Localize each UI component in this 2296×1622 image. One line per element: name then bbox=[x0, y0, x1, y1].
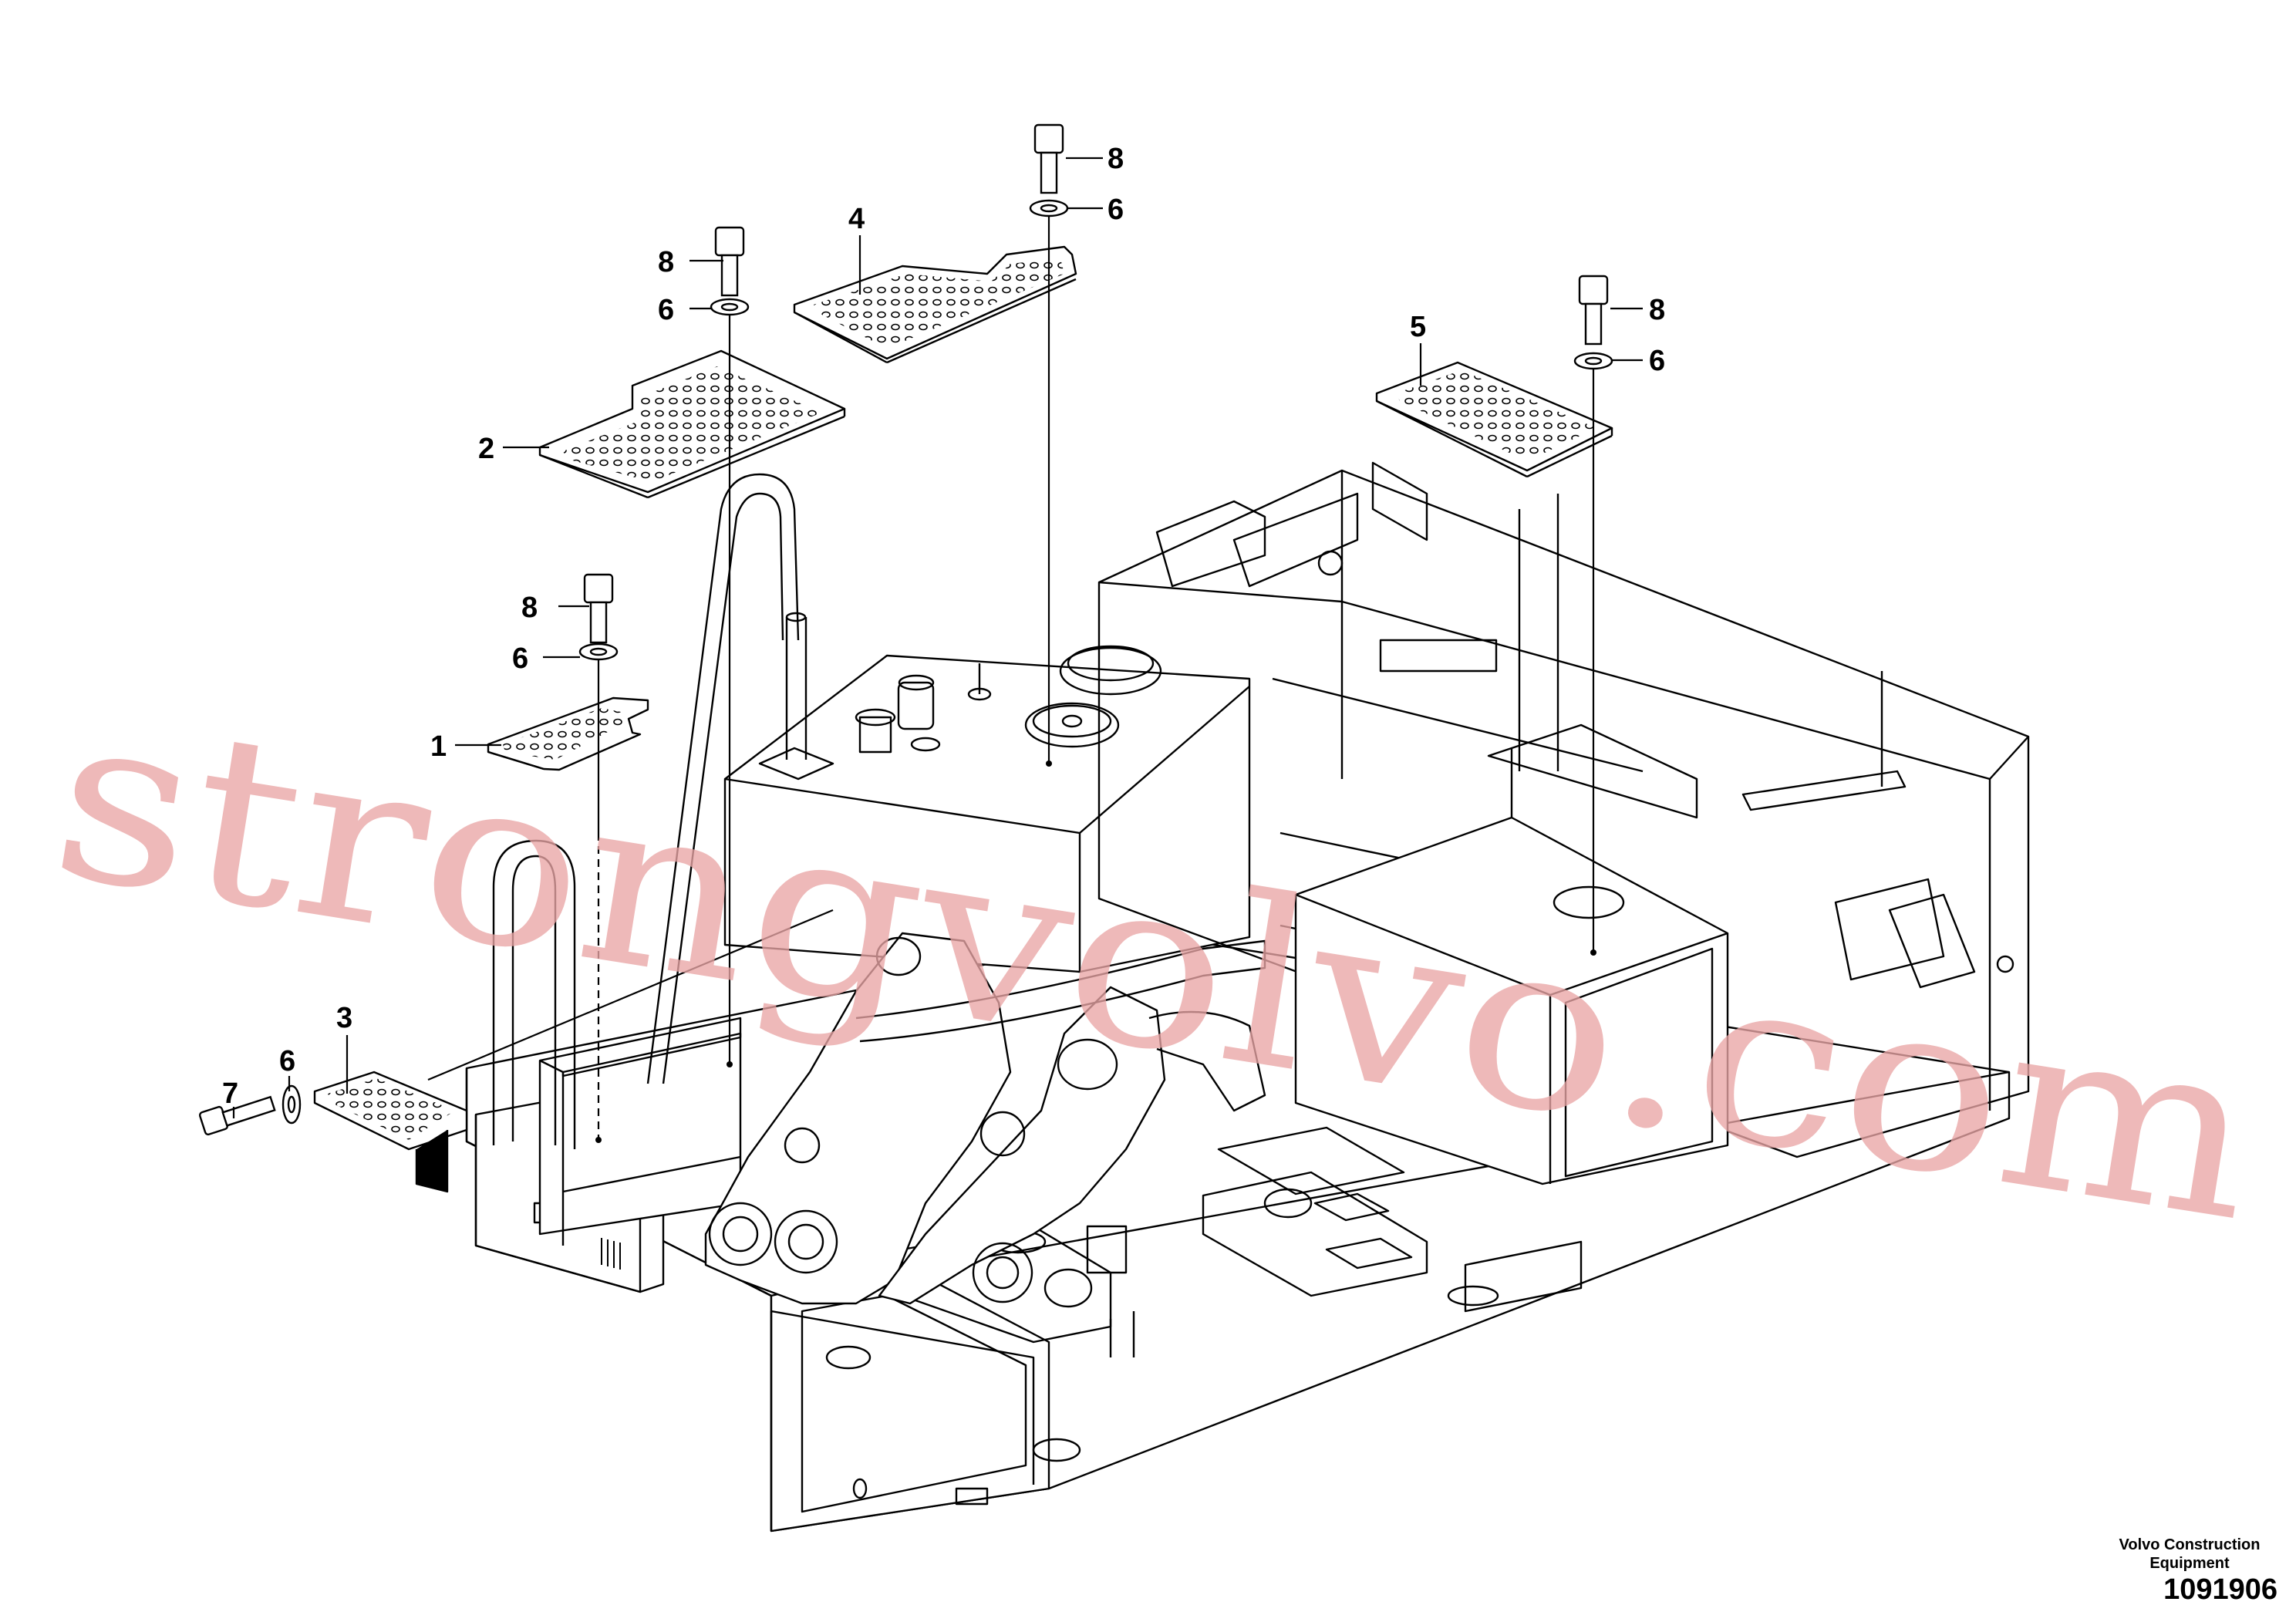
plate-1 bbox=[487, 696, 649, 771]
plate-4 bbox=[793, 245, 1077, 364]
part-labels: 1 2 3 4 5 8 6 8 6 8 6 8 6 6 7 bbox=[222, 143, 1665, 1110]
plate-5 bbox=[1375, 361, 1613, 478]
label-part-8-a: 8 bbox=[658, 246, 674, 278]
assembly-dots bbox=[595, 760, 1596, 1143]
label-part-6-a: 6 bbox=[658, 294, 674, 326]
label-part-1: 1 bbox=[430, 730, 447, 763]
label-part-6-e: 6 bbox=[279, 1045, 295, 1077]
label-part-8-b: 8 bbox=[1108, 143, 1124, 175]
assembly-lines bbox=[427, 216, 1595, 1138]
plate-3 bbox=[313, 1071, 468, 1193]
grab-handle-left bbox=[492, 839, 576, 1149]
bolt-8-d bbox=[583, 573, 614, 644]
label-part-6-d: 6 bbox=[512, 642, 528, 675]
credit-company: Volvo Construction bbox=[2119, 1536, 2261, 1553]
credit-company-line2: Equipment bbox=[2149, 1555, 2230, 1572]
machine-frame bbox=[465, 461, 2030, 1533]
label-part-6-b: 6 bbox=[1108, 194, 1124, 226]
label-part-8-c: 8 bbox=[1649, 294, 1665, 326]
bolt-7 bbox=[198, 1095, 276, 1136]
drawing-number: 1091906 bbox=[2163, 1573, 2277, 1606]
washer-6-d bbox=[578, 642, 619, 661]
label-part-6-c: 6 bbox=[1649, 345, 1665, 377]
label-part-2: 2 bbox=[478, 433, 494, 465]
label-part-3: 3 bbox=[336, 1002, 352, 1034]
washer-6-e bbox=[282, 1084, 302, 1125]
leader-lines bbox=[232, 157, 1643, 1118]
label-part-4: 4 bbox=[848, 203, 865, 235]
label-part-5: 5 bbox=[1410, 311, 1426, 343]
washer-6-a bbox=[710, 298, 750, 316]
fasteners bbox=[198, 123, 1613, 1136]
hydraulic-tank bbox=[723, 654, 1251, 973]
label-part-8-d: 8 bbox=[521, 592, 538, 624]
bolt-8-b bbox=[1033, 123, 1064, 194]
bolt-8-c bbox=[1578, 275, 1609, 346]
bolt-8-a bbox=[714, 226, 745, 297]
boom-mount bbox=[704, 932, 1012, 1305]
washer-6-c bbox=[1573, 352, 1613, 370]
washer-6-b bbox=[1029, 199, 1069, 218]
plate-2 bbox=[538, 349, 846, 499]
grab-handle-upper bbox=[646, 473, 800, 1084]
label-part-7: 7 bbox=[222, 1077, 238, 1110]
